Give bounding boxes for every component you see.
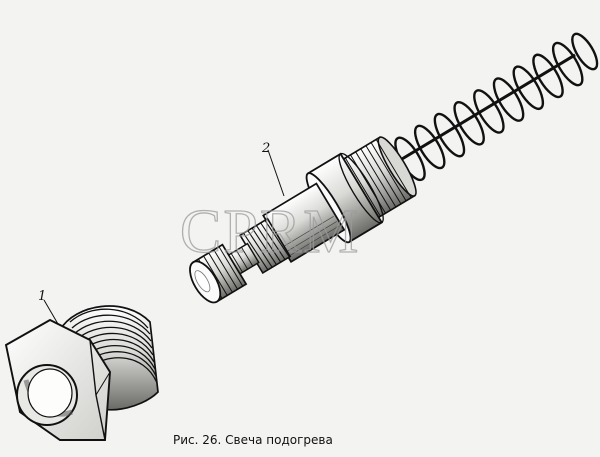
- spring-coil: [390, 32, 599, 183]
- watermark-text: CPRM: [180, 198, 360, 266]
- glow-plug: [189, 32, 599, 304]
- callout-label-1: 1: [38, 289, 46, 304]
- tip-cap: [189, 243, 248, 304]
- figure-caption: Рис. 26. Свеча подогрева: [173, 433, 333, 447]
- callout-1: 1: [38, 289, 59, 325]
- nut-thread-lines: [69, 308, 158, 384]
- callout-2: 2: [261, 141, 285, 197]
- threaded-nut: [4, 305, 159, 441]
- thread-section: [239, 217, 292, 275]
- knurled-ring: [339, 136, 417, 220]
- callout-label-2: 2: [261, 141, 270, 156]
